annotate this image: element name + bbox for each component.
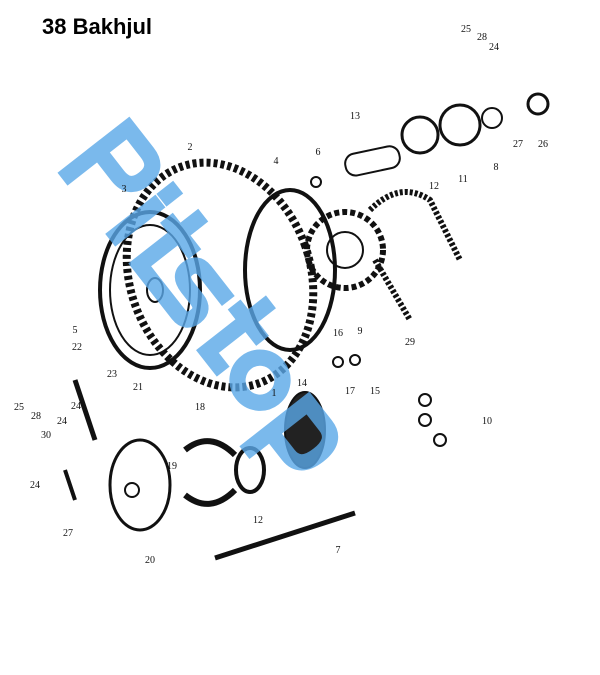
part-label: 25 (14, 402, 24, 413)
part-label: 28 (477, 32, 487, 43)
part-label: 18 (195, 402, 205, 413)
part-label: 7 (335, 545, 341, 556)
part-label: 1 (271, 388, 277, 399)
part-label: 5 (72, 325, 78, 336)
part-label: 9 (357, 326, 363, 337)
part-label: 28 (31, 411, 41, 422)
part-label: 27 (513, 139, 523, 150)
part-label: 20 (145, 555, 155, 566)
part-label: 16 (333, 328, 343, 339)
part-label: 22 (72, 342, 82, 353)
part-label: 13 (350, 111, 360, 122)
part-label: 24 (57, 416, 67, 427)
rim (243, 188, 337, 352)
part-label: 2 (187, 142, 193, 153)
part-label: 27 (63, 528, 73, 539)
brake-arm (63, 379, 98, 501)
part-label: 11 (458, 174, 468, 185)
bearings (400, 92, 550, 155)
part-label: 25 (461, 24, 471, 35)
chain (367, 189, 463, 322)
part-label: 8 (493, 162, 499, 173)
part-label: 3 (121, 184, 127, 195)
sprocket (304, 209, 386, 291)
part-label: 12 (429, 181, 439, 192)
nuts (310, 176, 447, 447)
diagram-title: 38 Bakhjul (42, 14, 153, 39)
part-label: 19 (167, 461, 177, 472)
part-label: 24 (30, 480, 40, 491)
part-label: 24 (489, 42, 499, 53)
part-label: 4 (273, 156, 279, 167)
part-label: 17 (345, 386, 355, 397)
axle (214, 510, 356, 561)
part-label: 10 (482, 416, 492, 427)
part-label: 26 (538, 139, 548, 150)
part-label: 23 (107, 369, 117, 380)
part-label: 29 (405, 337, 415, 348)
part-label: 24 (71, 401, 81, 412)
watermark-logo (57, 116, 339, 471)
part-label: 30 (41, 430, 51, 441)
part-label: 12 (253, 515, 263, 526)
part-label: 14 (297, 378, 307, 389)
brake-plate (108, 438, 172, 532)
spacer (344, 145, 401, 177)
part-label: 21 (133, 382, 143, 393)
part-label: 15 (370, 386, 380, 397)
part-label: 6 (315, 147, 321, 158)
